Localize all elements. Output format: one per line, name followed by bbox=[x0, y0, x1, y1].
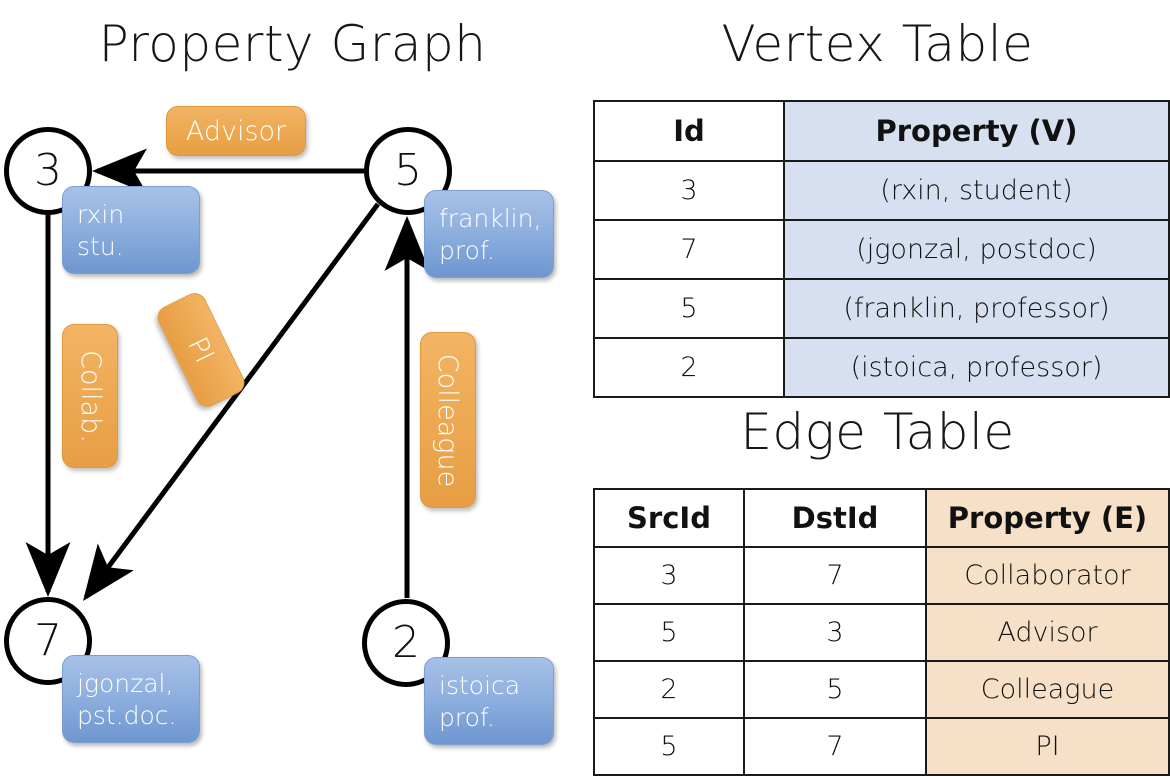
vertex-table-cell-property: (jgonzal, postdoc) bbox=[783, 219, 1170, 280]
vertex-property-2-line-1: istoica bbox=[439, 671, 521, 700]
edge-table-row[interactable]: 5 3 Advisor bbox=[593, 603, 1170, 662]
edge-label-advisor-text: Advisor bbox=[185, 115, 287, 147]
vertex-property-box-5[interactable]: franklin, prof. bbox=[424, 190, 554, 278]
edge-table-row[interactable]: 2 5 Colleague bbox=[593, 660, 1170, 719]
vertex-property-3-line-2: stu. bbox=[77, 232, 124, 261]
vertex-table-header-id: Id bbox=[593, 100, 785, 162]
vertex-table-row[interactable]: 5 (franklin, professor) bbox=[593, 278, 1170, 339]
vertex-table-row[interactable]: 3 (rxin, student) bbox=[593, 160, 1170, 221]
vertex-table-row[interactable]: 7 (jgonzal, postdoc) bbox=[593, 219, 1170, 280]
edge-table-cell-property: Colleague bbox=[925, 660, 1170, 719]
page-title-property-graph: Property Graph bbox=[98, 15, 487, 73]
graph-edge-5-to-7 bbox=[83, 202, 381, 602]
vertex-property-5-line-2: prof. bbox=[439, 236, 495, 265]
edge-label-colleague-text: Colleague bbox=[432, 353, 464, 487]
graph-node-2[interactable]: 2 bbox=[362, 599, 450, 687]
edge-table-cell-dstid: 5 bbox=[743, 660, 927, 719]
edge-label-colleague[interactable]: Colleague bbox=[420, 332, 476, 508]
page-title-edge-table: Edge Table bbox=[740, 403, 1015, 461]
vertex-property-5-line-1: franklin, bbox=[439, 204, 542, 233]
graph-node-2-label: 2 bbox=[392, 617, 420, 668]
vertex-table-cell-id: 7 bbox=[593, 219, 785, 280]
edge-label-collab[interactable]: Collab. bbox=[62, 324, 118, 468]
edge-table-cell-srcid: 5 bbox=[593, 603, 745, 662]
edge-label-pi-text: PI bbox=[181, 332, 221, 368]
edge-table-header-dstid: DstId bbox=[743, 488, 927, 548]
edge-table-cell-property: PI bbox=[925, 717, 1170, 776]
edge-table-row[interactable]: 3 7 Collaborator bbox=[593, 546, 1170, 605]
graph-edges-layer bbox=[25, 148, 430, 602]
vertex-property-3-line-1: rxin bbox=[77, 200, 125, 229]
vertex-table-cell-id: 5 bbox=[593, 278, 785, 339]
vertex-property-7-line-1: jgonzal, bbox=[77, 669, 174, 698]
vertex-table-cell-property: (rxin, student) bbox=[783, 160, 1170, 221]
edge-table-cell-srcid: 2 bbox=[593, 660, 745, 719]
graph-node-5[interactable]: 5 bbox=[364, 127, 452, 215]
property-graph-diagram: 3 5 7 2 rxin stu. franklin, prof. jgonza… bbox=[0, 0, 585, 760]
vertex-table: Id Property (V) 3 (rxin, student) 7 (jgo… bbox=[593, 100, 1170, 398]
vertex-property-box-7[interactable]: jgonzal, pst.doc. bbox=[62, 655, 200, 743]
edge-label-collab-text: Collab. bbox=[74, 349, 106, 443]
vertex-table-cell-id: 2 bbox=[593, 337, 785, 398]
edge-table-cell-property: Collaborator bbox=[925, 546, 1170, 605]
edge-table-header-property: Property (E) bbox=[925, 488, 1170, 548]
edge-table: SrcId DstId Property (E) 3 7 Collaborato… bbox=[593, 488, 1170, 776]
edge-table-cell-dstid: 3 bbox=[743, 603, 927, 662]
vertex-table-cell-id: 3 bbox=[593, 160, 785, 221]
vertex-property-2-line-2: prof. bbox=[439, 703, 495, 732]
graph-node-3-label: 3 bbox=[34, 145, 62, 196]
graph-node-7-label: 7 bbox=[34, 615, 62, 666]
edge-table-cell-property: Advisor bbox=[925, 603, 1170, 662]
vertex-table-cell-property: (franklin, professor) bbox=[783, 278, 1170, 339]
edge-table-cell-srcid: 3 bbox=[593, 546, 745, 605]
vertex-table-row[interactable]: 2 (istoica, professor) bbox=[593, 337, 1170, 398]
vertex-property-box-3[interactable]: rxin stu. bbox=[62, 186, 200, 274]
edge-table-cell-dstid: 7 bbox=[743, 546, 927, 605]
vertex-table-header-row: Id Property (V) bbox=[593, 100, 1170, 162]
page-title-vertex-table: Vertex Table bbox=[721, 15, 1034, 73]
vertex-table-header-property: Property (V) bbox=[783, 100, 1170, 162]
graph-node-5-label: 5 bbox=[394, 145, 422, 196]
edge-table-header-srcid: SrcId bbox=[593, 488, 745, 548]
edge-table-cell-dstid: 7 bbox=[743, 717, 927, 776]
vertex-property-7-line-2: pst.doc. bbox=[77, 701, 177, 730]
edge-table-cell-srcid: 5 bbox=[593, 717, 745, 776]
edge-label-advisor[interactable]: Advisor bbox=[166, 106, 306, 156]
vertex-property-box-2[interactable]: istoica prof. bbox=[424, 657, 554, 745]
edge-table-row[interactable]: 5 7 PI bbox=[593, 717, 1170, 776]
vertex-table-cell-property: (istoica, professor) bbox=[783, 337, 1170, 398]
edge-table-header-row: SrcId DstId Property (E) bbox=[593, 488, 1170, 548]
